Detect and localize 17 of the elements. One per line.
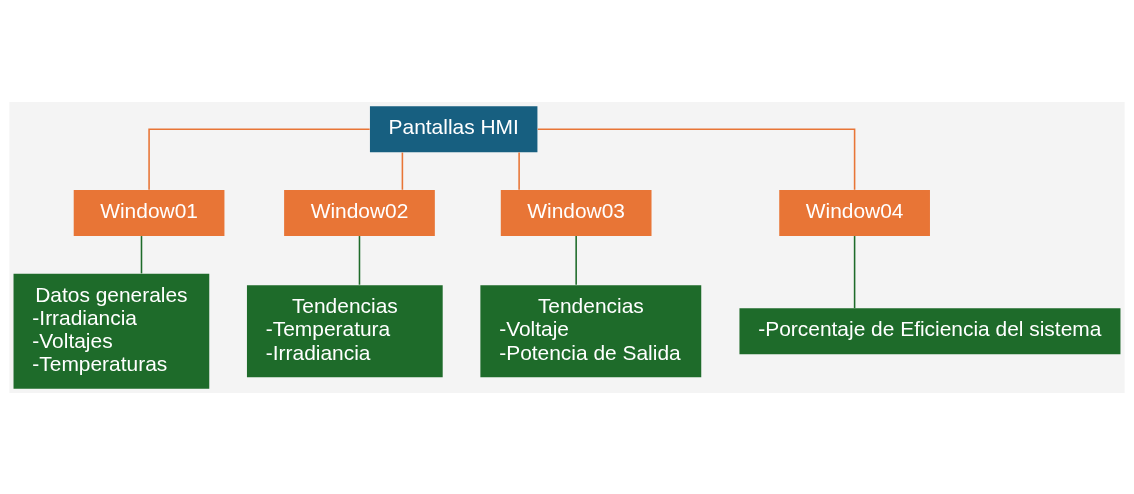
connector	[148, 127, 371, 190]
node-box: Tendencias -Temperatura -Irradiancia	[246, 284, 443, 377]
node-box: Window02	[284, 189, 435, 236]
node-box: Window01	[73, 189, 225, 236]
connector	[853, 234, 856, 309]
connector	[575, 234, 577, 285]
node-box: -Porcentaje de Eficiencia del sistema	[739, 307, 1121, 354]
node-box: Datos generales -Irradiancia -Voltajes -Temperaturas	[13, 273, 210, 389]
connector	[401, 151, 404, 191]
connector	[518, 151, 520, 191]
node-box: Pantallas HMI	[369, 105, 538, 152]
connector	[536, 127, 856, 190]
connector	[358, 234, 361, 285]
connector	[140, 234, 143, 274]
node-box: Window04	[779, 189, 930, 236]
node-box: Tendencias -Voltaje -Potencia de Salida	[480, 284, 702, 377]
node-box: Window03	[500, 189, 652, 236]
